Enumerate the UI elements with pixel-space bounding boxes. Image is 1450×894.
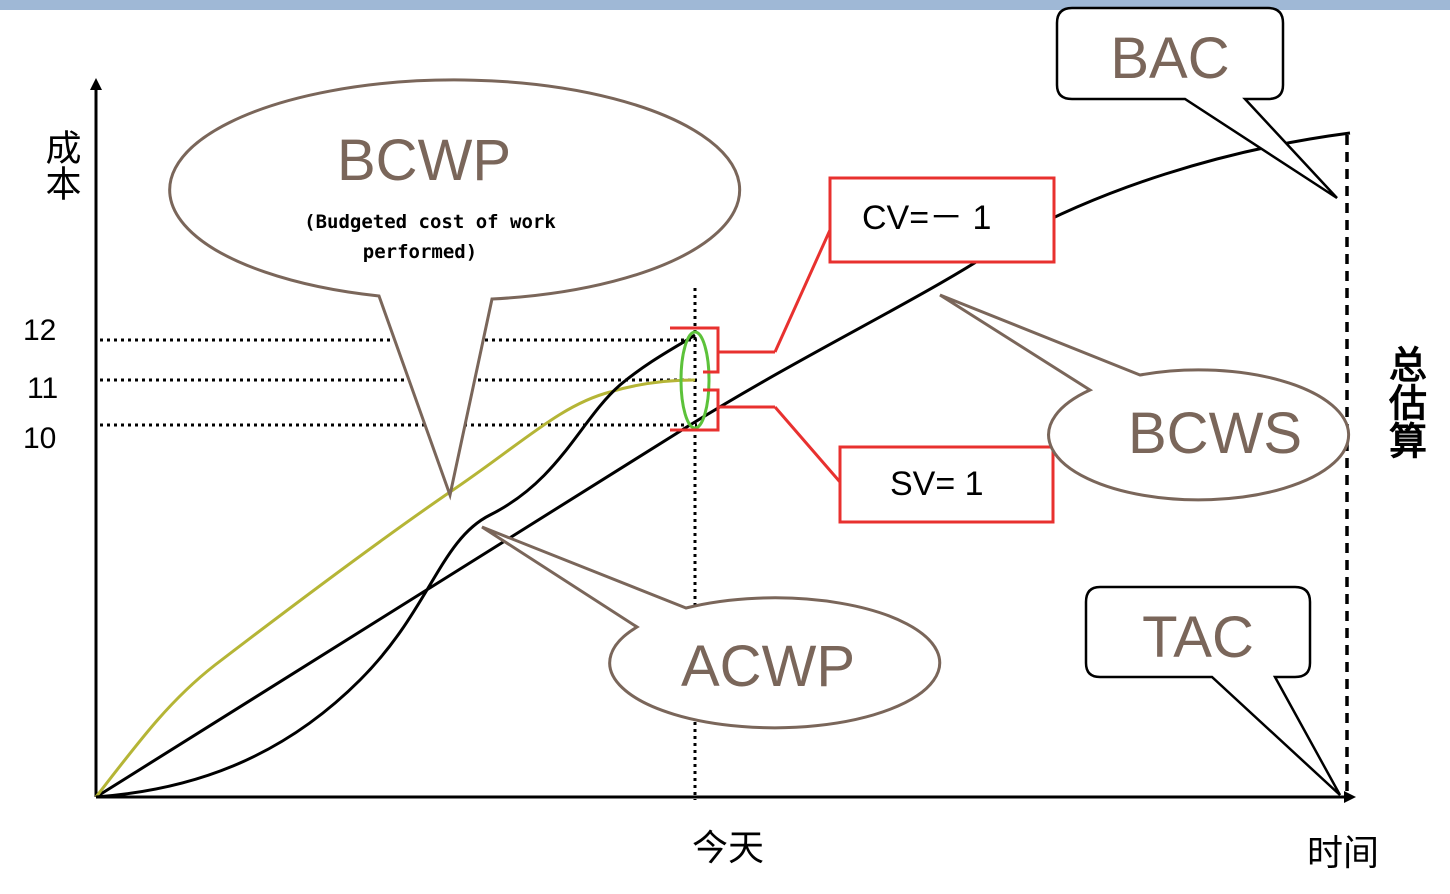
bcwp-bubble <box>168 78 742 501</box>
bac-callout <box>1055 6 1338 200</box>
bcws-title: BCWS <box>1128 401 1302 466</box>
tac-callout <box>1084 585 1342 796</box>
acwp-title: ACWP <box>681 634 855 699</box>
today-variance-ellipse <box>679 330 711 430</box>
tick-label-10: 10 <box>23 422 56 455</box>
sv-box <box>838 445 1055 524</box>
cv-box <box>828 176 1056 264</box>
bac-text: BAC <box>1110 26 1229 91</box>
tick-label-11: 11 <box>27 372 58 405</box>
x-axis-label: 时间 <box>1307 833 1379 874</box>
cv-brace <box>670 326 775 374</box>
top-accent-bar <box>0 0 1450 10</box>
acwp-bubble <box>481 525 942 730</box>
cv-pointer <box>773 229 832 353</box>
y-axis-label: 成本 <box>40 129 81 201</box>
bcwp-title: BCWP <box>337 128 511 193</box>
acwp-curve <box>95 333 696 799</box>
today-label: 今天 <box>692 828 764 869</box>
sv-pointer <box>773 406 842 483</box>
bcws-bubble <box>939 293 1351 502</box>
bcwp-desc-line1: (Budgeted cost of work <box>304 211 556 233</box>
tac-text: TAC <box>1142 605 1254 670</box>
tick-label-12: 12 <box>23 314 56 347</box>
cv-text: CV=－ 1 <box>862 199 991 237</box>
total-estimate-label: 总估算 <box>1383 345 1428 459</box>
bcwp-desc-line2: performed) <box>363 241 477 263</box>
sv-brace <box>670 388 775 432</box>
sv-text: SV= 1 <box>890 465 984 503</box>
